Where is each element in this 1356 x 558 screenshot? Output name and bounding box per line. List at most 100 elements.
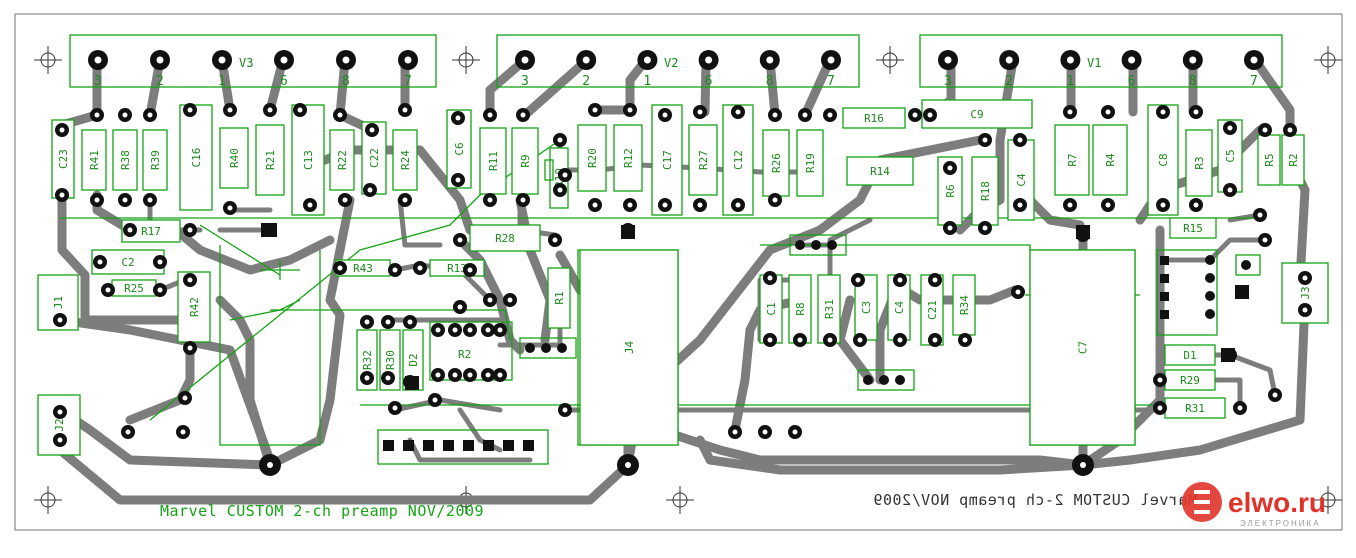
board-outline — [14, 13, 1343, 531]
logo-subtext: ЭЛЕКТРОНИКА — [1240, 519, 1321, 528]
component-label: C6 — [453, 142, 466, 155]
component-r25: R25 — [111, 279, 157, 297]
component-r4: R4 — [1092, 124, 1128, 196]
component-label: D1 — [1183, 349, 1196, 362]
component-r27: R27 — [688, 124, 718, 196]
component-label: J4 — [623, 341, 636, 355]
component-label: C3 — [860, 301, 873, 314]
component-r17: R17 — [121, 219, 181, 243]
component-label: R28 — [495, 232, 515, 245]
tube-name: V2 — [664, 56, 678, 70]
component-label: R31 — [823, 299, 836, 319]
component-r3: R3 — [1185, 129, 1213, 197]
component-label: R26 — [770, 153, 783, 173]
component-label: C17 — [661, 150, 674, 170]
component-r2: R2 — [1281, 134, 1305, 186]
component-c21: C21 — [920, 274, 944, 346]
component-c9: C9 — [921, 99, 1033, 129]
component-r21: R21 — [255, 124, 285, 196]
component-r19: R19 — [796, 129, 824, 197]
component-c17: C17 — [651, 104, 683, 216]
component-c5: C5 — [1217, 119, 1243, 193]
component-label: R24 — [399, 150, 412, 170]
component-label: R9 — [519, 154, 532, 167]
component-label: R31 — [1185, 402, 1205, 415]
component-label: R5 — [1263, 153, 1276, 166]
component-r34: R34 — [952, 274, 976, 336]
tube-pin-label: 1 — [1066, 74, 1074, 89]
component-label: C9 — [970, 108, 983, 121]
component-r41: R41 — [81, 129, 107, 191]
tube-name: V3 — [239, 56, 253, 70]
component-c4: C4 — [887, 274, 911, 341]
component-label: R21 — [264, 150, 277, 170]
component-label: C23 — [57, 149, 70, 169]
component-label: R42 — [188, 297, 201, 317]
transistor-outline — [789, 234, 847, 256]
component-label: R25 — [124, 282, 144, 295]
component-label: R19 — [804, 153, 817, 173]
component-label: R14 — [870, 165, 890, 178]
transistor-outline — [544, 159, 554, 181]
component-c1: C1 — [759, 274, 783, 344]
component-label: R30 — [384, 350, 397, 370]
component-label: J1 — [52, 296, 65, 309]
component-label: R8 — [794, 302, 807, 315]
component-label: R12 — [622, 148, 635, 168]
component-r15: R15 — [1169, 217, 1217, 239]
tube-pin-label: 3 — [944, 74, 952, 89]
component-label: R17 — [141, 225, 161, 238]
component-label: R11 — [487, 151, 500, 171]
transistor-outline — [519, 337, 577, 359]
component-r20: R20 — [577, 124, 607, 192]
elwo-logo: elwo.ru ЭЛЕКТРОНИКА — [1182, 482, 1326, 528]
component-r28: R28 — [469, 224, 541, 252]
tube-pin-label: 2 — [1005, 74, 1013, 89]
component-label: R2 — [1287, 153, 1300, 166]
component-r9: R9 — [511, 127, 539, 195]
component-label: C8 — [1157, 153, 1170, 166]
component-label: C1 — [765, 302, 778, 315]
tube-pin-label: 8 — [1189, 74, 1197, 89]
tube-pin-label: 2 — [156, 74, 164, 89]
transistor-outline — [857, 369, 915, 391]
component-r29: R29 — [1164, 369, 1216, 391]
component-label: R4 — [1104, 153, 1117, 167]
component-r31: R31 — [817, 274, 841, 344]
component-label: R34 — [958, 295, 971, 315]
component-label: C7 — [1077, 341, 1090, 354]
tube-pin-label: 7 — [827, 74, 835, 89]
tube-pin-label: 1 — [643, 74, 651, 89]
component-c7: C7 — [1029, 249, 1136, 446]
component-label: R20 — [586, 148, 599, 168]
component-label: R41 — [88, 150, 101, 170]
component-r24: R24 — [392, 129, 418, 191]
tube-pin-label: 2 — [582, 74, 590, 89]
tube-pin-label: 8 — [342, 74, 350, 89]
tube-pin-label: 7 — [404, 74, 412, 89]
solder-pads — [53, 103, 1312, 476]
component-label: C12 — [732, 150, 745, 170]
component-r5: R5 — [1257, 134, 1281, 186]
component-label: R32 — [361, 350, 374, 370]
component-c12: C12 — [722, 104, 754, 216]
transistor-outline — [1235, 254, 1261, 276]
tube-pin-label: 3 — [94, 74, 102, 89]
component-c8: C8 — [1147, 104, 1179, 216]
tube-pin-label: 3 — [521, 74, 529, 89]
component-label: J3 — [1299, 286, 1312, 299]
component-r38: R38 — [112, 129, 138, 191]
component-r26: R26 — [762, 129, 790, 197]
component-c23: C23 — [51, 119, 75, 199]
mounting-holes — [34, 46, 1342, 514]
pin-header — [377, 429, 549, 465]
tube-pin-label: 6 — [705, 74, 713, 89]
component-r11: R11 — [479, 127, 507, 195]
component-label: R16 — [864, 112, 884, 125]
component-r1: R1 — [547, 267, 571, 329]
component-label: C22 — [368, 148, 381, 168]
